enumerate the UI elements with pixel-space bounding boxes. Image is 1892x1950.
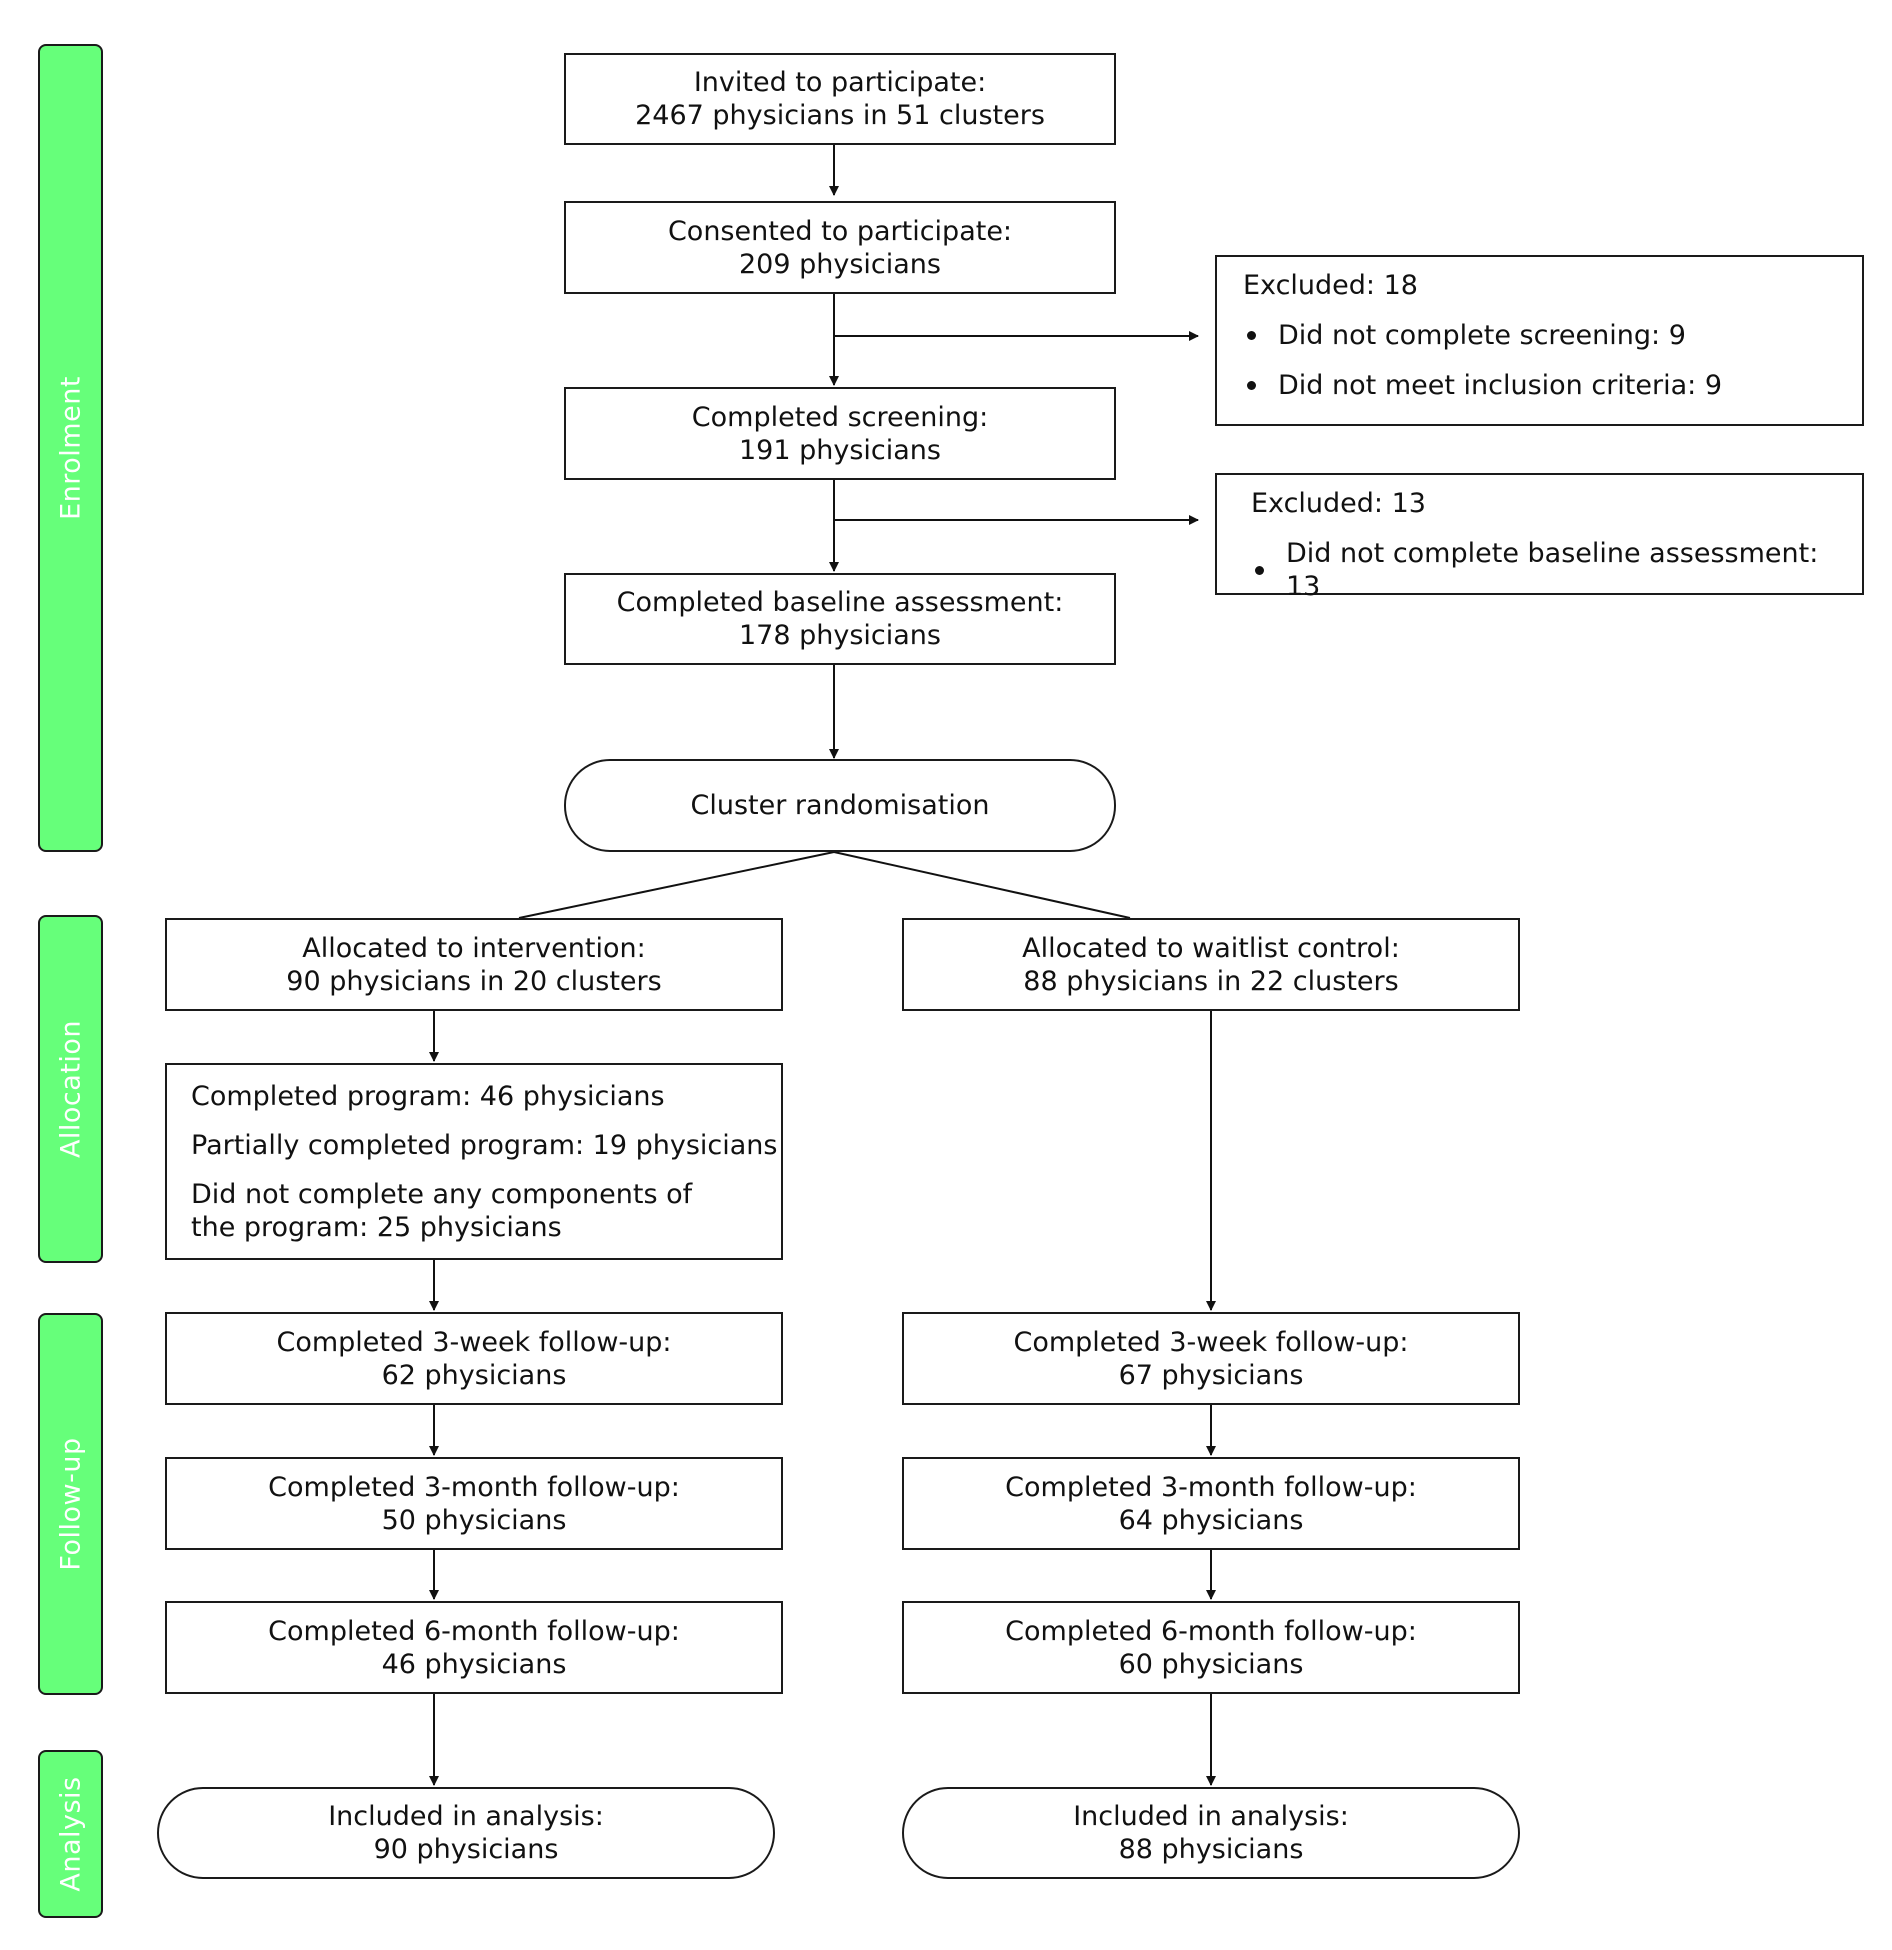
consented-line1: Consented to participate: [667, 215, 1013, 247]
control-week3-line1: Completed 3-week follow-up: [1013, 1326, 1409, 1358]
branch-line-control [833, 851, 1131, 919]
intervention-month6-line2: 46 physicians [381, 1648, 567, 1680]
program-none-line1: Did not complete any components of [191, 1178, 693, 1210]
control-month6-box: Completed 6-month follow-up: 60 physicia… [902, 1601, 1520, 1694]
phase-enrolment-label: Enrolment [55, 376, 86, 520]
control-allocated-line2: 88 physicians in 22 clusters [1023, 965, 1399, 997]
intervention-month3-box: Completed 3-month follow-up: 50 physicia… [165, 1457, 783, 1550]
excluded-box-2: Excluded: 13 Did not complete baseline a… [1215, 473, 1864, 602]
screening-box: Completed screening: 191 physicians [564, 387, 1116, 480]
excluded-1-title: Excluded: 18 [1243, 270, 1418, 301]
phase-followup-label: Follow-up [55, 1437, 86, 1571]
control-week3-box: Completed 3-week follow-up: 67 physician… [902, 1312, 1520, 1405]
consented-box: Consented to participate: 209 physicians [564, 201, 1116, 294]
control-analysis-line1: Included in analysis: [1073, 1801, 1349, 1832]
control-allocated-box: Allocated to waitlist control: 88 physic… [902, 918, 1520, 1011]
control-month6-line1: Completed 6-month follow-up: [1005, 1615, 1417, 1647]
baseline-line1: Completed baseline assessment: [616, 587, 1064, 618]
intervention-allocated-line2: 90 physicians in 20 clusters [286, 965, 662, 997]
phase-enrolment: Enrolment [38, 44, 103, 852]
control-month3-box: Completed 3-month follow-up: 64 physicia… [902, 1457, 1520, 1550]
bullet-icon [1255, 565, 1264, 575]
intervention-program-box: Completed program: 46 physicians Partial… [165, 1063, 783, 1260]
intervention-week3-line1: Completed 3-week follow-up: [276, 1326, 672, 1358]
phase-analysis: Analysis [38, 1750, 103, 1918]
control-month6-line2: 60 physicians [1118, 1648, 1304, 1680]
baseline-line2: 178 physicians [739, 620, 941, 651]
invited-box: Invited to participate: 2467 physicians … [564, 53, 1116, 145]
invited-line2: 2467 physicians in 51 clusters [635, 100, 1045, 131]
intervention-allocated-line1: Allocated to intervention: [302, 932, 646, 964]
screening-line2: 191 physicians [739, 434, 941, 466]
excluded-2-item-text: Did not complete baseline assessment: 13 [1286, 538, 1819, 602]
control-analysis-line2: 88 physicians [1118, 1834, 1304, 1865]
program-none-line2: the program: 25 physicians [191, 1211, 562, 1243]
excluded-box-1: Excluded: 18 Did not complete screening:… [1215, 255, 1864, 426]
randomisation-label: Cluster randomisation [690, 790, 990, 821]
phase-followup: Follow-up [38, 1313, 103, 1695]
program-completed: Completed program: 46 physicians [191, 1080, 665, 1112]
intervention-analysis-node: Included in analysis: 90 physicians [157, 1787, 775, 1879]
branch-line-intervention [518, 851, 835, 919]
phase-allocation: Allocation [38, 915, 103, 1263]
bullet-icon [1247, 381, 1256, 390]
control-month3-line1: Completed 3-month follow-up: [1005, 1471, 1417, 1503]
intervention-week3-box: Completed 3-week follow-up: 62 physician… [165, 1312, 783, 1405]
excluded-2-title: Excluded: 13 [1251, 488, 1426, 519]
control-analysis-node: Included in analysis: 88 physicians [902, 1787, 1520, 1879]
consented-line2: 209 physicians [739, 248, 941, 280]
excluded-2-item: Did not complete baseline assessment: 13 [1251, 537, 1836, 603]
intervention-week3-line2: 62 physicians [381, 1359, 567, 1391]
intervention-allocated-box: Allocated to intervention: 90 physicians… [165, 918, 783, 1011]
program-partial: Partially completed program: 19 physicia… [191, 1129, 778, 1161]
bullet-icon [1247, 331, 1256, 340]
intervention-analysis-line1: Included in analysis: [328, 1801, 604, 1832]
control-allocated-line1: Allocated to waitlist control: [1022, 932, 1400, 964]
intervention-month6-box: Completed 6-month follow-up: 46 physicia… [165, 1601, 783, 1694]
excluded-1-item-text: Did not meet inclusion criteria: 9 [1278, 370, 1723, 401]
intervention-month3-line2: 50 physicians [381, 1504, 567, 1536]
randomisation-node: Cluster randomisation [564, 759, 1116, 852]
intervention-analysis-line2: 90 physicians [373, 1834, 559, 1865]
invited-line1: Invited to participate: [693, 67, 987, 98]
control-month3-line2: 64 physicians [1118, 1504, 1304, 1536]
control-week3-line2: 67 physicians [1118, 1359, 1304, 1391]
excluded-1-item: Did not meet inclusion criteria: 9 [1243, 369, 1836, 402]
baseline-box: Completed baseline assessment: 178 physi… [564, 573, 1116, 665]
intervention-month3-line1: Completed 3-month follow-up: [268, 1471, 680, 1503]
excluded-1-item-text: Did not complete screening: 9 [1278, 320, 1686, 351]
intervention-month6-line1: Completed 6-month follow-up: [268, 1615, 680, 1647]
screening-line1: Completed screening: [691, 401, 989, 433]
excluded-1-item: Did not complete screening: 9 [1243, 319, 1836, 352]
phase-allocation-label: Allocation [55, 1019, 86, 1159]
phase-analysis-label: Analysis [55, 1776, 86, 1892]
